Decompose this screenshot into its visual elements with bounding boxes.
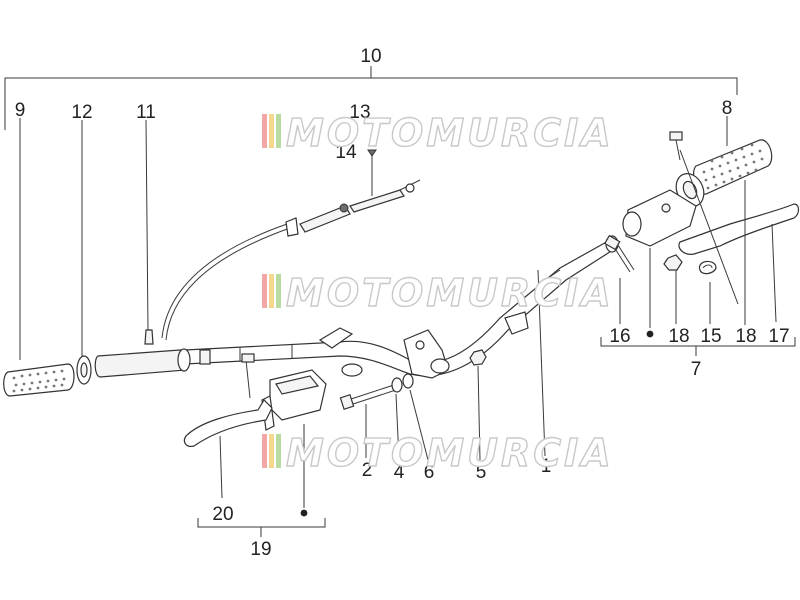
nut-5 — [469, 349, 487, 366]
right-grip — [693, 139, 773, 195]
label-9: 9 — [15, 100, 26, 121]
right-brake-lever — [678, 203, 800, 255]
label-19: 19 — [250, 539, 271, 560]
leader-lines — [19, 116, 777, 508]
washers-4-6 — [391, 373, 414, 393]
group-bracket-7 — [600, 337, 796, 356]
label-14: 14 — [335, 142, 357, 163]
left-switch-housing — [403, 329, 450, 379]
watermark-2: MOTOMURCIA — [262, 270, 614, 316]
label-7: 7 — [691, 359, 702, 380]
lever-bolt-16 — [603, 234, 635, 273]
nut-18 — [663, 254, 683, 271]
throttle-cable — [161, 149, 421, 341]
watermark-text: MOTOMURCIA — [286, 111, 614, 155]
watermark-3: MOTOMURCIA — [262, 430, 614, 476]
left-grip — [3, 363, 75, 397]
grip-screw-8 — [669, 131, 683, 161]
left-grip-ring — [76, 355, 92, 385]
bullet-dot-19 — [300, 509, 308, 517]
bullet-dot-7 — [646, 330, 654, 338]
watermark-1: MOTOMURCIA — [262, 110, 614, 156]
part-labels: 10 9 12 11 13 14 8 16 18 15 18 17 7 1 2 … — [15, 46, 790, 560]
label-2: 2 — [362, 460, 373, 481]
label-8: 8 — [722, 98, 733, 119]
label-12: 12 — [71, 102, 92, 123]
label-5: 5 — [476, 462, 487, 483]
watermark-text: MOTOMURCIA — [286, 431, 614, 475]
label-11: 11 — [136, 102, 156, 123]
left-brake-lever — [183, 399, 273, 447]
clamp-screw-2 — [339, 382, 403, 411]
label-18-b: 18 — [735, 326, 756, 347]
label-4: 4 — [394, 462, 405, 483]
throttle-sleeve — [94, 348, 211, 378]
group-bracket-10 — [4, 66, 738, 130]
handlebar-tube — [184, 235, 619, 377]
label-18-a: 18 — [668, 326, 689, 347]
label-13: 13 — [349, 102, 370, 123]
spring-15 — [698, 260, 717, 275]
throttle-screw-11 — [144, 329, 154, 345]
label-10: 10 — [360, 46, 381, 67]
label-20: 20 — [212, 504, 233, 525]
label-6: 6 — [424, 462, 435, 483]
label-16: 16 — [609, 326, 630, 347]
right-lever-bracket — [622, 189, 697, 247]
label-17: 17 — [768, 326, 789, 347]
label-15: 15 — [700, 326, 721, 347]
watermark-text: MOTOMURCIA — [286, 271, 614, 315]
label-1: 1 — [541, 456, 552, 477]
group-bracket-19 — [197, 518, 326, 537]
